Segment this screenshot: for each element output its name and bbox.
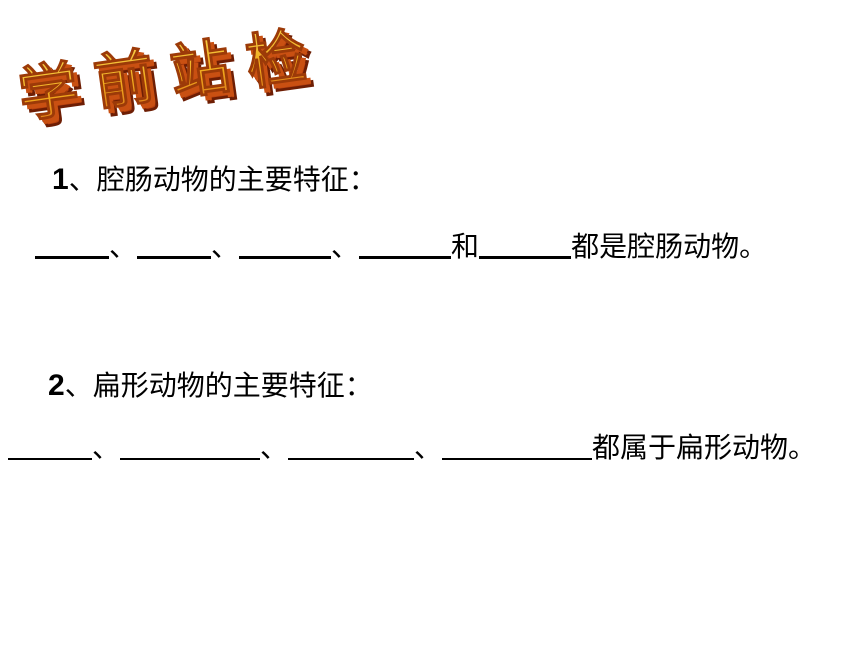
title-char-2-side: 前 <box>94 46 163 124</box>
title-wordart-svg: 学 前 站 检 学 前 站 检 学 前 站 检 <box>14 22 318 132</box>
title-wordart: 学 前 站 检 学 前 站 检 学 前 站 检 <box>14 22 344 132</box>
title-char-3-shadow: 站 <box>173 39 242 117</box>
answer-blank-1-5[interactable] <box>479 226 572 259</box>
answer-blank-2-3[interactable] <box>288 428 415 460</box>
question-1-prompt: 1、腔肠动物的主要特征： <box>52 160 377 200</box>
separator: 、 <box>414 431 443 464</box>
answer-blank-1-2[interactable] <box>137 226 212 259</box>
question-1-tail: 都是腔肠动物。 <box>571 230 768 263</box>
title-char-4: 检 <box>242 22 311 99</box>
answer-blank-2-4[interactable] <box>442 428 593 460</box>
answer-blank-2-1[interactable] <box>8 428 92 460</box>
title-char-2: 前 <box>90 42 159 120</box>
title-char-3: 站 <box>166 32 235 110</box>
answer-blank-1-1[interactable] <box>35 226 109 259</box>
title-char-4-shadow: 检 <box>249 29 318 107</box>
title-char-1-side: 学 <box>19 58 88 132</box>
question-2-prompt: 2、扁形动物的主要特征： <box>48 366 373 406</box>
question-2-tail: 都属于扁形动物。 <box>592 431 817 464</box>
question-2-answer-line: 、 、 、 都属于扁形动物。 <box>8 428 816 468</box>
answer-blank-1-4[interactable] <box>359 226 452 259</box>
title-char-1-shadow: 学 <box>21 61 90 132</box>
question-1-answer-line: 、 、 、 和 都是腔肠动物。 <box>35 226 767 267</box>
question-1-text: 、腔肠动物的主要特征： <box>68 163 377 196</box>
and-text: 和 <box>451 230 480 263</box>
separator: 、 <box>331 230 360 263</box>
separator: 、 <box>92 431 121 464</box>
answer-blank-1-3[interactable] <box>239 226 332 259</box>
answer-blank-2-2[interactable] <box>120 428 261 460</box>
title-char-1: 学 <box>14 54 83 132</box>
separator: 、 <box>211 230 240 263</box>
question-2-text: 、扁形动物的主要特征： <box>64 369 373 402</box>
separator: 、 <box>109 230 138 263</box>
question-1-number: 1 <box>52 163 69 196</box>
title-char-2-shadow: 前 <box>97 49 166 127</box>
question-2-number: 2 <box>48 369 65 402</box>
title-char-4-side: 检 <box>246 26 315 104</box>
title-char-3-side: 站 <box>170 36 239 114</box>
separator: 、 <box>260 431 289 464</box>
